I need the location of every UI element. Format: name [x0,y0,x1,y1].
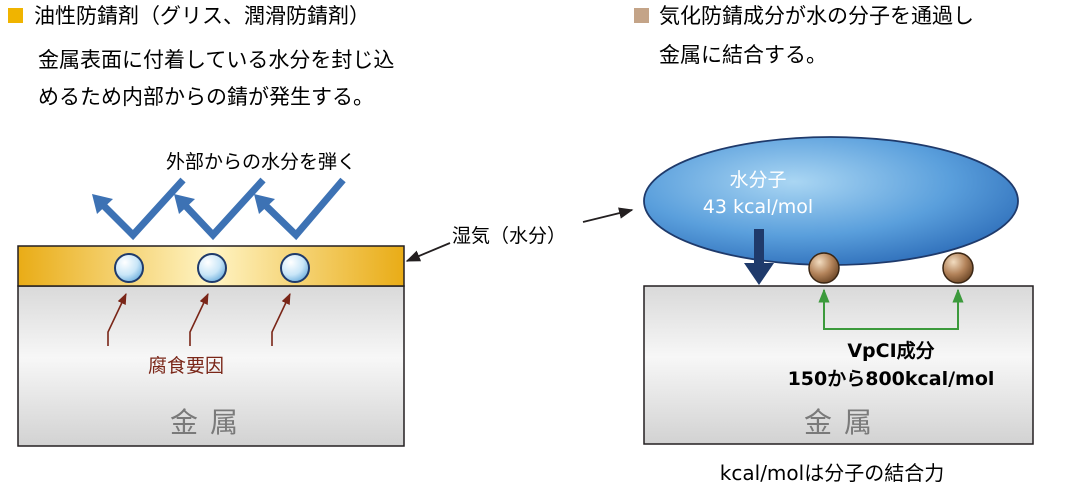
humidity-arrow-right [582,207,634,223]
water-molecule [643,136,1019,266]
right-metal-block [643,285,1034,445]
right-metal-label: 金属 [804,406,884,439]
footnote: kcal/molは分子の結合力 [720,461,944,485]
right-bullet-square [634,8,649,23]
trapped-water-bubble-3 [280,253,310,283]
water-label: 水分子 [729,169,786,191]
vpci-energy: 150から800kcal/mol [788,368,995,390]
humidity-label: 湿気（水分） [452,225,566,247]
trapped-water-bubble-2 [197,253,227,283]
bounce-arrowhead-2 [174,194,195,214]
trapped-water-bubble-1 [114,253,144,283]
bounce-arrowheads [92,194,275,214]
left-bullet-square [8,8,23,23]
right-heading-line2: 金属に結合する。 [659,43,827,67]
bond-bracket [823,290,959,330]
bounce-arrows [95,177,346,241]
bounce-label: 外部からの水分を弾く [166,151,356,173]
corrosion-label: 腐食要因 [148,355,224,377]
bounce-arrowhead-1 [92,194,113,214]
left-desc-line2: めるため内部からの錆が発生する。 [38,85,374,109]
humidity-arrow-left [405,242,451,262]
bounce-arrow-1 [95,177,186,241]
right-heading-line1: 気化防錆成分が水の分子を通過し [659,4,974,28]
vpci-label: VpCI成分 [847,339,934,362]
water-energy: 43 kcal/mol [703,196,813,218]
bounce-arrow-2 [177,177,266,241]
penetration-arrow-shaft [754,229,764,265]
left-desc-line1: 金属表面に付着している水分を封じ込 [38,48,394,72]
corrosion-arrows [107,292,291,346]
bounce-arrowhead-3 [254,194,275,214]
corrosion-arrow-3 [271,292,291,346]
vpci-molecule-1 [808,252,840,284]
vpci-molecule-2 [942,252,974,284]
penetration-arrow-head [744,263,774,285]
corrosion-arrow-1 [107,292,127,346]
left-metal-block [17,285,405,447]
bounce-arrow-3 [257,177,346,241]
left-metal-label: 金属 [170,406,250,439]
left-heading: 油性防錆剤（グリス、潤滑防錆剤） [34,4,370,28]
corrosion-arrow-2 [189,292,209,346]
